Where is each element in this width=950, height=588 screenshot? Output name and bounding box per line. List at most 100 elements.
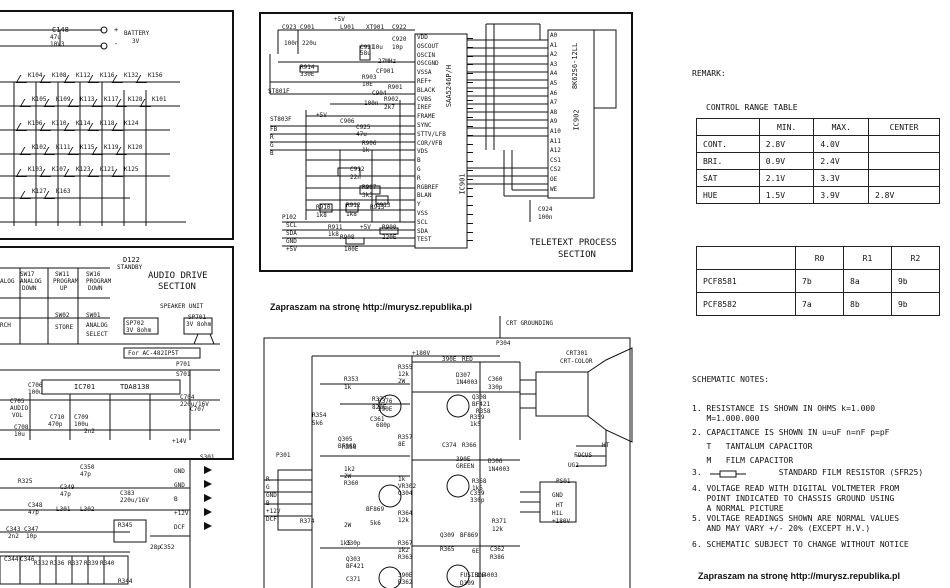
- tt-part-43: R908: [340, 234, 355, 241]
- tt-part-42: 1k8: [346, 211, 357, 218]
- ic902-pin-4: A4: [550, 70, 558, 78]
- ic901-pin-20: VSS: [417, 210, 428, 217]
- tt-part-1: C923: [282, 24, 297, 31]
- crt-part-15: 680p: [376, 422, 391, 429]
- ic901-pin-23: TEST: [417, 236, 432, 244]
- sw01-label: SW01: [86, 312, 101, 319]
- p301-pin-2: G: [266, 484, 270, 491]
- ic901-pin-tick: [467, 205, 473, 207]
- lb-part-1: 47p: [80, 471, 91, 478]
- crt-label-4: HT: [602, 442, 610, 449]
- crt-part-22: 1N4003: [456, 379, 478, 386]
- lb-part-21: C343: [6, 526, 21, 533]
- ic902-pin-9: A9: [550, 118, 558, 126]
- key-label-7: K109: [56, 96, 71, 103]
- lb-part-10: R345: [118, 522, 133, 529]
- crt-label-1: P304: [496, 340, 511, 347]
- key-label-21: K120: [128, 144, 143, 151]
- crt-part-10: Q305: [338, 436, 353, 443]
- tt-part-44: 100E: [344, 246, 359, 253]
- p102-pin-3: GND: [286, 238, 297, 245]
- lb-part-20: C346: [20, 556, 35, 563]
- crt-part-39: 2W: [344, 522, 352, 529]
- ic901-pin-tick: [467, 143, 473, 145]
- sp701-spec: 3V 8ohm: [186, 321, 212, 328]
- audio-part-1: 100u: [28, 389, 43, 396]
- p301-pin-1: R: [266, 476, 270, 483]
- lb-part-12: C352: [160, 544, 175, 551]
- sp701-label: SP701: [188, 314, 207, 321]
- c148-voltage: 10V3: [50, 41, 65, 48]
- crt-part-60: Q309: [440, 532, 455, 539]
- teletext-title: TELETEXT PROCESS: [530, 238, 617, 248]
- key-label-8: K113: [80, 96, 95, 103]
- tt-part-9: C920: [392, 36, 407, 43]
- ic901-pin-15: G: [417, 166, 421, 173]
- ic901-pin-8: IREF: [417, 104, 432, 112]
- lb-part-24: 10p: [26, 533, 37, 540]
- tt-part-46: 220E: [382, 234, 397, 241]
- crt-label-5: FOCUS: [574, 452, 593, 459]
- tt-part-18: 10E: [362, 81, 373, 88]
- crt-part-64: C362: [490, 546, 505, 553]
- ic901-pin-tick: [467, 240, 473, 242]
- tt-part-24: ST801F: [268, 88, 290, 95]
- audio-part-14: 2n2: [84, 428, 95, 435]
- key-label-9: K117: [104, 96, 119, 103]
- footer-link-2[interactable]: Zapraszam na stronę http://murysz.republ…: [698, 571, 901, 581]
- pcf-cell: 7a: [795, 292, 844, 316]
- pcf-cell: 8a: [843, 269, 892, 293]
- tt-part-27: C925: [356, 124, 371, 131]
- crt-part-23: C360: [488, 376, 503, 383]
- audio-drive-title: AUDIO DRIVE: [148, 271, 208, 281]
- crt-part-63: 6E: [472, 548, 480, 555]
- crt-part-0: +180V: [412, 350, 431, 357]
- ic902-pin-8: A8: [550, 108, 558, 116]
- sw01-line1: ANALOG: [86, 322, 108, 329]
- crt-part-65: R386: [490, 554, 505, 561]
- tt-part-17: R903: [362, 74, 377, 81]
- tt-part-38: R910: [316, 204, 331, 211]
- crt-part-45: 1N4003: [488, 466, 510, 473]
- audio-part-7: C708: [14, 424, 29, 431]
- note-item-1: 2. CAPACITANCE IS SHOWN IN u=uF n=nF p=p…: [692, 428, 890, 437]
- crt-part-7: 820E: [372, 404, 387, 411]
- key-label-17: K102: [32, 144, 47, 151]
- footer-link-1[interactable]: Zapraszam na stronę http://murysz.republ…: [270, 302, 473, 312]
- tt-part-40: R912: [346, 202, 361, 209]
- lb-part-22: C347: [24, 526, 39, 533]
- tt-part-34: 3k3: [362, 192, 373, 199]
- ic901-pin-tick: [467, 161, 473, 163]
- crt-part-49: 1k5: [472, 485, 483, 492]
- tt-part-41: R913: [370, 204, 385, 211]
- crt-part-47: 330p: [470, 497, 485, 504]
- crt-part-18: R356: [342, 444, 357, 451]
- ic901-pin-13: VDS: [417, 148, 428, 156]
- crt-part-6: R377: [372, 396, 387, 403]
- key-label-13: K110: [52, 120, 67, 127]
- crt-part-44: D306: [488, 458, 503, 465]
- standby-label: STANDBY: [117, 264, 143, 271]
- sw02-line1: STORE: [55, 324, 74, 331]
- note-item-0: 1. RESISTANCE IS SHOWN IN OHMS k=1.000 M…: [692, 404, 876, 423]
- control-range-title: CONTROL RANGE TABLE: [706, 103, 798, 112]
- p102-pin-1: SCL: [286, 222, 297, 229]
- pcf-cell: PCF8582: [695, 292, 797, 316]
- crt-part-57: 5k6: [370, 520, 381, 527]
- lb-part-13: R344: [118, 578, 133, 585]
- key-label-5: K156: [148, 72, 163, 79]
- key-label-26: K125: [124, 166, 139, 173]
- crt-part-35: Q304: [398, 490, 413, 497]
- sw02-label: SW02: [55, 312, 70, 319]
- ic902-pin-7: A7: [550, 99, 558, 107]
- st803f-pin-0: ST803F: [270, 116, 292, 123]
- note-item-3: M FILM CAPACITOR: [692, 456, 794, 465]
- tt-part-36: R911: [328, 224, 343, 231]
- crt-label-8: GND: [552, 492, 563, 499]
- lb-part-14: R340: [100, 560, 115, 567]
- crt-part-55: 390E: [398, 572, 413, 579]
